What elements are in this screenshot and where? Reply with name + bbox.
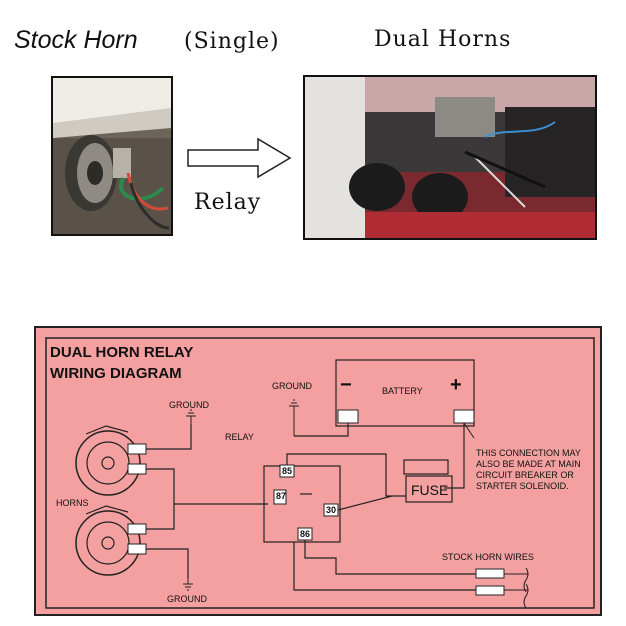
ground-symbol-horn-top — [186, 409, 196, 424]
pin-30: 30 — [326, 505, 337, 515]
diagram-title: DUAL HORN RELAY WIRING DIAGRAM — [50, 342, 193, 384]
horn-bottom-icon — [75, 505, 147, 576]
horn-top-icon — [75, 425, 147, 496]
single-label: (Single) — [184, 29, 280, 54]
connection-note: THIS CONNECTION MAY ALSO BE MADE AT MAIN… — [476, 448, 581, 492]
stock-horn-label: Stock Horn — [14, 26, 138, 54]
stock-horn-wires-label: STOCK HORN WIRES — [442, 552, 534, 562]
diagram-title-line2: WIRING DIAGRAM — [50, 365, 182, 382]
fuse-label: FUSE — [411, 482, 449, 498]
pin-87: 87 — [276, 491, 287, 501]
horns-label: HORNS — [56, 498, 89, 508]
ground-label-horn-bottom: GROUND — [167, 594, 207, 604]
stock-horn-photo — [51, 76, 173, 236]
ground-label-battery: GROUND — [272, 381, 312, 391]
diagram-title-line1: DUAL HORN RELAY — [50, 344, 194, 361]
pin-85: 85 — [282, 466, 293, 476]
arrow-right-icon — [186, 136, 294, 180]
battery-minus-label: − — [340, 374, 352, 396]
pin-86: 86 — [300, 529, 311, 539]
dual-horns-label: Dual Horns — [374, 27, 512, 52]
battery-plus-label: + — [450, 374, 462, 396]
battery-label: BATTERY — [382, 386, 423, 396]
ground-symbol-horn-bottom — [183, 578, 193, 591]
wiring-diagram: DUAL HORN RELAY WIRING DIAGRAM GROUND GR… — [34, 326, 602, 616]
wiring-lines — [45, 337, 595, 609]
note-line-4: STARTER SOLENOID. — [476, 481, 569, 491]
ground-symbol-battery — [289, 399, 299, 436]
relay-label: Relay — [194, 190, 262, 215]
note-line-3: CIRCUIT BREAKER OR — [476, 470, 574, 480]
relay-label-diagram: RELAY — [225, 432, 254, 442]
note-line-2: ALSO BE MADE AT MAIN — [476, 459, 581, 469]
ground-label-horn-top: GROUND — [169, 400, 209, 410]
note-line-1: THIS CONNECTION MAY — [476, 448, 581, 458]
dual-horns-photo — [303, 75, 597, 240]
